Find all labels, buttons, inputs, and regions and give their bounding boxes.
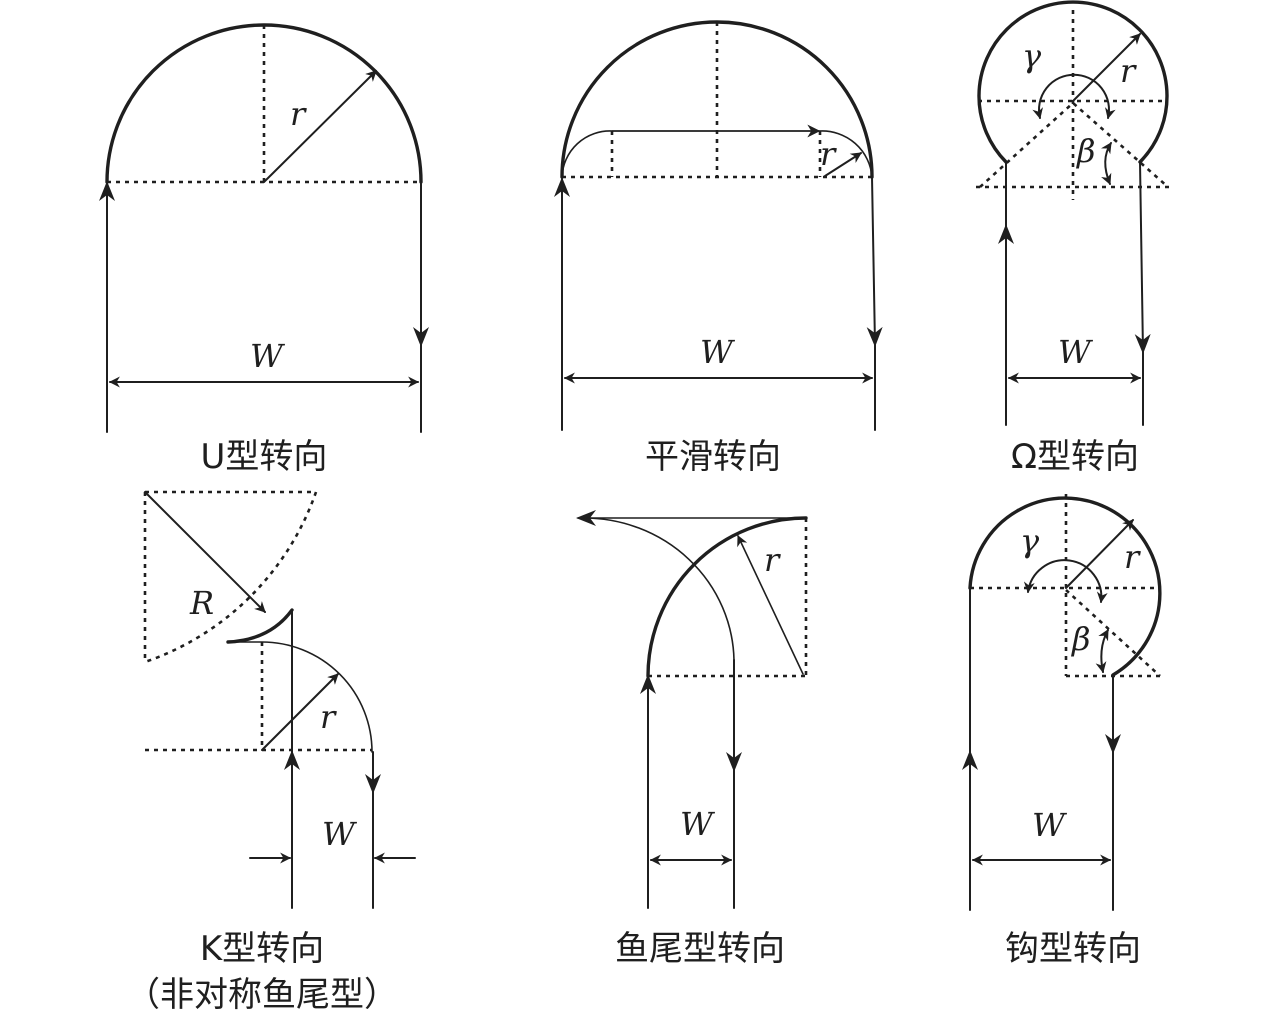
radius-label: r: [1120, 52, 1137, 90]
radius-arrow: [1065, 519, 1134, 589]
panel-u-turn: r W U型转向: [99, 23, 429, 477]
panel-hook-turn: r γ β W 钩型转向: [962, 494, 1162, 969]
big-sector-arc-dashed: [144, 491, 318, 664]
forward-arc: [227, 641, 373, 753]
radius-label: r: [1124, 538, 1141, 576]
smooth-path-corner: [819, 130, 873, 178]
caption-hook-turn: 钩型转向: [1005, 929, 1141, 969]
caption-omega-turn: Ω型转向: [1011, 437, 1139, 477]
turn-arc: [105, 23, 423, 184]
width-label: W: [1058, 333, 1094, 371]
triangle-side-dashed: [1065, 589, 1161, 677]
reverse-arc: [583, 517, 735, 661]
radius-arrow: [263, 70, 377, 183]
big-radius-arrow: [144, 491, 266, 613]
beta-label: β: [1071, 620, 1091, 658]
width-label: W: [250, 337, 286, 375]
hook-arc: [968, 496, 1162, 677]
smooth-path: [561, 130, 821, 178]
radius-label: r: [764, 541, 781, 579]
width-label: W: [680, 805, 716, 843]
caption-k-turn-note: （非对称鱼尾型）: [126, 975, 398, 1015]
caption-fishtail-turn: 鱼尾型转向: [615, 929, 785, 969]
beta-angle-arc: [1101, 142, 1112, 186]
panel-omega-turn: r γ β W Ω型转向: [976, 0, 1172, 477]
width-label: W: [322, 815, 358, 853]
gamma-angle-arc: [1023, 559, 1108, 604]
panel-smooth-turn: r W 平滑转向: [554, 20, 883, 477]
radius-label: r: [820, 135, 837, 173]
reverse-arc: [226, 608, 294, 644]
radius-arrow: [824, 152, 862, 177]
caption-k-turn: K型转向: [200, 929, 324, 969]
caption-u-turn: U型转向: [201, 437, 328, 477]
triangle-dashed: [979, 101, 1169, 188]
caption-smooth-turn: 平滑转向: [645, 437, 781, 477]
width-label: W: [700, 333, 736, 371]
big-radius-label: R: [189, 584, 214, 622]
panel-k-turn: R r W K型转向 （非对称鱼尾型）: [126, 490, 416, 1015]
radius-label: r: [290, 95, 307, 133]
small-radius-label: r: [320, 698, 337, 736]
gamma-label: γ: [1020, 522, 1040, 560]
beta-label: β: [1076, 132, 1096, 170]
exit-path: [866, 176, 883, 347]
gamma-angle-arc: [1032, 73, 1116, 120]
small-radius-arrow: [261, 673, 339, 751]
width-label: W: [1032, 806, 1068, 844]
beta-angle-arc: [1095, 629, 1109, 674]
exit-path: [1134, 161, 1151, 354]
panel-fishtail-turn: r W 鱼尾型转向: [576, 510, 808, 969]
radius-arrow: [737, 535, 804, 675]
radius-arrow: [1072, 33, 1141, 102]
gamma-label: γ: [1022, 37, 1042, 75]
forward-arc: [646, 516, 808, 678]
